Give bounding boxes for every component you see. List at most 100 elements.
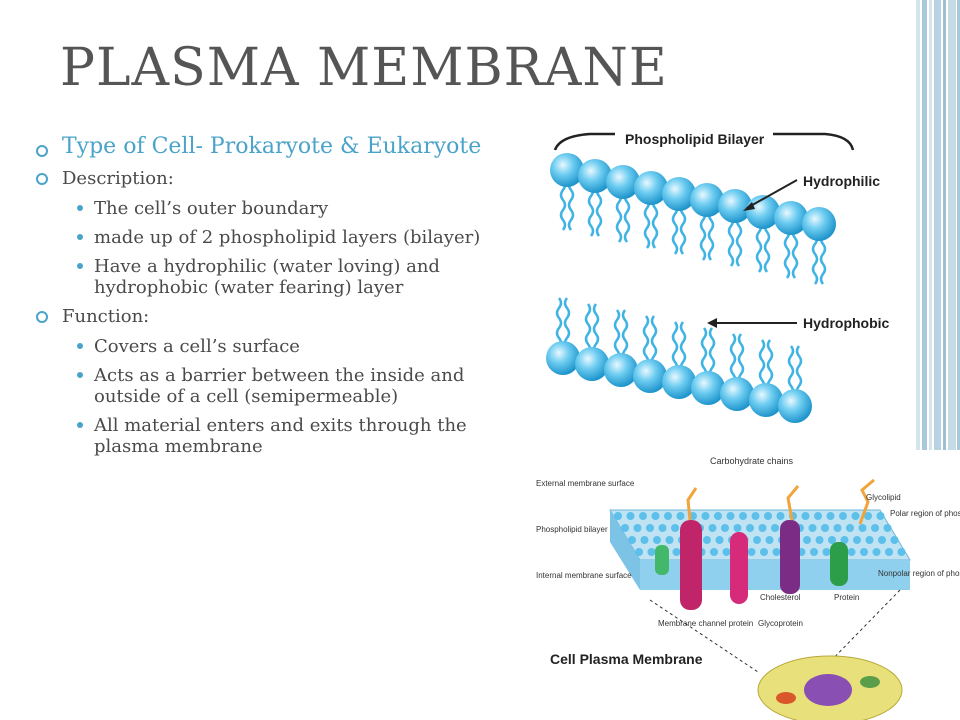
label-channel-protein: Membrane channel protein [658,619,753,628]
membrane-head [876,512,885,520]
zoom-line-left [649,599,759,673]
dot-bullet-icon [77,372,83,378]
membrane-head [878,536,886,544]
label-polar-region: Polar region of phospholipid [890,509,960,518]
membrane-head [826,512,835,520]
membrane-head [771,524,779,532]
lipid-head [606,165,640,199]
membrane-head [865,536,874,544]
label-cholesterol: Cholesterol [760,593,801,602]
membrane-head [890,536,899,544]
label-glycolipid: Glycolipid [866,493,901,502]
sub-bullet-item: The cell’s outer boundary [34,198,534,219]
membrane-head [747,548,756,556]
membrane-head [821,524,829,532]
membrane-head [664,512,672,520]
membrane-head [714,512,722,520]
lipid-head [691,371,725,405]
decorative-edge-stripes [916,0,960,720]
membrane-head [822,548,831,556]
zoom-line-right [819,589,901,673]
membrane-head [640,536,649,544]
lipid-head [749,383,783,417]
lipid-head [546,341,580,375]
membrane-head [847,548,856,556]
membrane-head [858,524,867,532]
phospholipid-bilayer-figure: Phospholipid Bilayer Hydrophilic Hydroph… [546,131,890,423]
bilayer-molecules [546,153,836,423]
label-glycoprotein: Glycoprotein [758,619,803,628]
lipid-head [774,201,808,235]
membrane-head [776,512,785,520]
dot-bullet-icon [77,234,83,240]
lipid-head [550,153,584,187]
membrane-head [814,512,822,520]
membrane-head [633,524,642,532]
sub-bullet-item: Have a hydrophilic (water loving) and hy… [34,256,534,298]
membrane-head [828,536,836,544]
membrane-head [703,536,711,544]
membrane-head [676,512,685,520]
membrane-head [710,548,718,556]
circle-bullet-icon [34,140,50,157]
lipid-head [690,183,724,217]
membrane-head [860,548,868,556]
cell-nucleus [804,674,852,706]
dot-bullet-icon [77,205,83,211]
membrane-head [883,524,892,532]
membrane-head [647,548,656,556]
membrane-head [626,512,635,520]
membrane-head [897,548,906,556]
sub-bullet-text: Acts as a barrier between the inside and… [94,365,465,407]
label-hydrophobic: Hydrophobic [803,315,890,331]
membrane-head [651,512,660,520]
sub-bullet-item: Covers a cell’s surface [34,336,534,357]
membrane-head [839,512,847,520]
membrane-head [708,524,717,532]
label-nonpolar-region: Nonpolar region of phospholipid [878,569,960,578]
membrane-head [760,548,768,556]
lipid-head [604,353,638,387]
arrow-hydrophilic-icon [746,179,798,209]
dot-bullet-icon [77,343,83,349]
membrane-head [801,512,810,520]
lipid-head [802,207,836,241]
cholesterol-shape [655,545,669,575]
sub-bullet-text: made up of 2 phospholipid layers (bilaye… [94,227,481,248]
membrane-head [751,512,760,520]
label-phospholipid-bilayer: Phospholipid Bilayer [625,131,765,147]
bracket-left-icon [553,132,615,151]
lipid-head [718,189,752,223]
membrane-head [772,548,781,556]
membrane-head [715,536,724,544]
lipid-head [575,347,609,381]
protein-shape [730,532,748,604]
membrane-head [665,536,674,544]
membrane-head [621,524,629,532]
cell-organelle [860,676,880,688]
membrane-head [815,536,824,544]
lipid-head [662,365,696,399]
membrane-head [635,548,643,556]
membrane-head [864,512,872,520]
lipid-head [662,177,696,211]
membrane-head [614,512,622,520]
peripheral-protein-shape [830,542,848,586]
membrane-head [722,548,731,556]
membrane-head [701,512,710,520]
bullet-list: Type of Cell- Prokaryote & Eukaryote Des… [34,134,534,465]
membrane-head [739,512,747,520]
bullet-text: Type of Cell- Prokaryote & Eukaryote [62,134,482,159]
membrane-head [846,524,854,532]
membrane-head [808,524,817,532]
bullet-text: Description: [62,168,174,189]
membrane-head [758,524,767,532]
bullet-item: Function: [34,306,534,328]
sub-bullet-item: Acts as a barrier between the inside and… [34,365,534,407]
membrane-head [639,512,647,520]
membrane-head [658,524,667,532]
membrane-head [672,548,681,556]
membrane-head [733,524,742,532]
membrane-head [764,512,772,520]
